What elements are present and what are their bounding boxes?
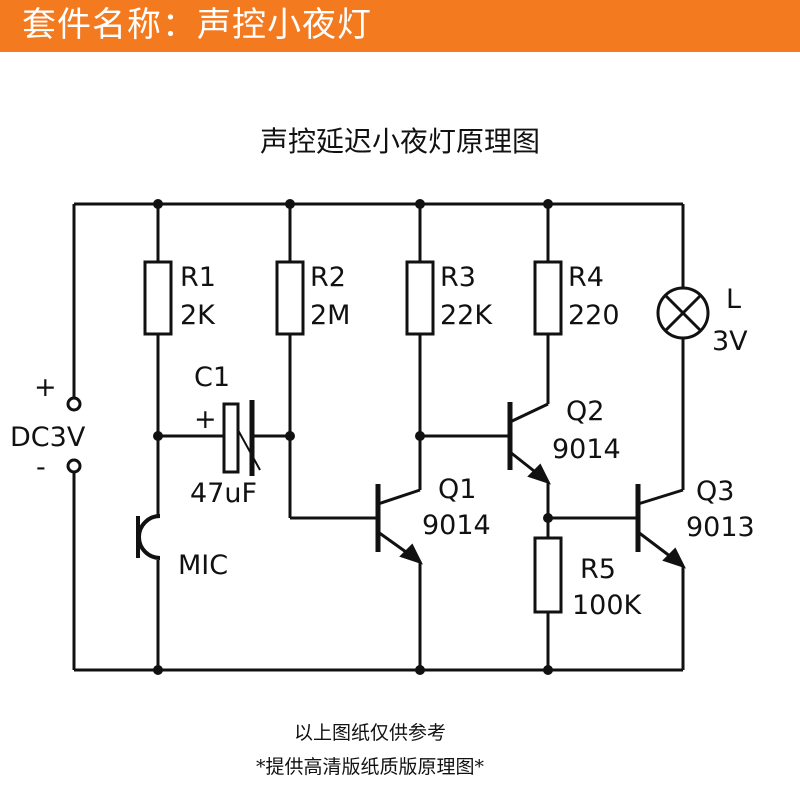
r4-value: 220: [568, 300, 620, 331]
junctions: [153, 199, 553, 675]
power-plus: +: [34, 372, 57, 403]
c1-name: C1: [194, 362, 230, 393]
lamp-name: L: [726, 284, 741, 315]
c1-symbol: [222, 400, 261, 476]
q1-symbol: [375, 484, 423, 565]
r2-value: 2M: [310, 300, 350, 331]
power-label: DC3V: [10, 422, 86, 453]
lamp-value: 3V: [712, 326, 748, 357]
q3-name: Q3: [696, 476, 734, 507]
mic-symbol: [136, 514, 161, 560]
labels: R1 2K R2 2M R3 22K R4 220 R5 100K C1 + 4…: [10, 262, 755, 621]
mic-name: MIC: [178, 550, 228, 581]
footer-note: 以上图纸仅供参考: [293, 722, 446, 744]
r3-value: 22K: [440, 300, 493, 331]
r2-name: R2: [310, 262, 346, 293]
r2-symbol: [275, 260, 305, 336]
footer-offer: *提供高清版纸质版原理图*: [255, 756, 484, 778]
resistors: [143, 260, 563, 614]
r4-symbol: [533, 260, 563, 336]
r5-symbol: [533, 536, 563, 614]
r3-symbol: [405, 260, 435, 336]
r5-value: 100K: [572, 590, 643, 621]
wires: [72, 202, 685, 672]
r5-name: R5: [580, 554, 616, 585]
transistors: [375, 402, 686, 569]
q1-name: Q1: [438, 474, 476, 505]
q2-value: 9014: [552, 434, 621, 465]
q2-symbol: [507, 402, 551, 485]
r1-name: R1: [180, 262, 216, 293]
power-terminals: [66, 396, 82, 474]
q2-name: Q2: [566, 396, 604, 427]
banner: 套件名称：声控小夜灯: [0, 0, 800, 52]
banner-title: 套件名称：声控小夜灯: [22, 5, 372, 45]
r1-symbol: [143, 260, 173, 336]
r1-value: 2K: [180, 300, 216, 331]
lamp-symbol: [656, 286, 710, 340]
diagram-title: 声控延迟小夜灯原理图: [259, 125, 540, 158]
q1-value: 9014: [422, 510, 491, 541]
c1-plus: +: [194, 404, 217, 435]
q3-symbol: [635, 484, 686, 569]
r4-name: R4: [568, 262, 604, 293]
q3-value: 9013: [686, 512, 755, 543]
power-minus: -: [36, 452, 46, 483]
r3-name: R3: [440, 262, 476, 293]
c1-value: 47uF: [190, 478, 257, 509]
